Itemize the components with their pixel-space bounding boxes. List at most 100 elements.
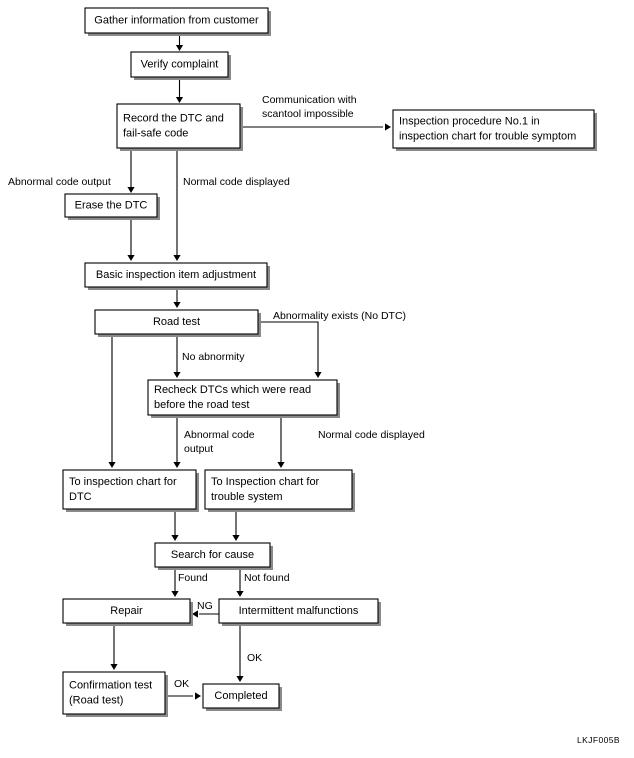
- node-verify[interactable]: Verify complaint: [130, 51, 231, 80]
- node-border: [94, 309, 259, 335]
- node-border: [62, 671, 166, 715]
- node-label-line: Gather information from customer: [94, 14, 259, 26]
- arrowhead: [232, 535, 240, 541]
- arrowhead: [175, 97, 184, 103]
- node-label-line: Search for cause: [171, 549, 254, 561]
- edge-label-not-found: Not found: [244, 572, 290, 584]
- edge-record-to-erase: [127, 148, 135, 193]
- node-border: [84, 262, 268, 288]
- node-label-line: trouble system: [211, 491, 283, 503]
- arrowhead: [175, 45, 184, 51]
- arrowhead: [173, 372, 181, 378]
- edge-recheck-to-chart-trouble: [277, 415, 285, 468]
- edge-label-ok-intermittent: OK: [247, 652, 262, 664]
- arrowhead: [314, 372, 322, 378]
- node-label-line: DTC: [69, 491, 92, 503]
- node-erase-dtc[interactable]: Erase the DTC: [64, 193, 160, 220]
- node-intermittent[interactable]: Intermittent malfunctions: [218, 598, 381, 626]
- node-border: [84, 7, 269, 34]
- figure-code: LKJF005B: [577, 735, 620, 745]
- edge-road-to-recheck: [173, 334, 181, 378]
- edge-label-line: Found: [178, 572, 208, 584]
- node-border: [62, 598, 191, 624]
- edge-label-line: scantool impossible: [262, 108, 354, 120]
- node-basic-inspection[interactable]: Basic inspection item adjustment: [84, 262, 270, 290]
- arrowhead: [385, 123, 391, 131]
- edge-basic-to-road: [173, 287, 181, 308]
- node-label-line: Road test: [153, 316, 200, 328]
- edge-label-ng: NG: [197, 600, 213, 612]
- arrowhead: [171, 591, 179, 597]
- node-border: [204, 469, 353, 510]
- arrowhead: [173, 255, 181, 261]
- node-label-line: Completed: [214, 690, 267, 702]
- node-label-line: Confirmation test: [69, 679, 152, 691]
- node-chart-trouble[interactable]: To Inspection chart for trouble system: [204, 469, 355, 512]
- edge-label-communication-impossible: Communication with scantool impossible: [262, 94, 357, 120]
- edge-label-found: Found: [178, 572, 208, 584]
- node-label-line: Recheck DTCs which were read: [154, 384, 311, 396]
- edge-erase-to-basic: [127, 217, 135, 261]
- node-label-line: fail-safe code: [123, 127, 188, 139]
- node-label-line: Repair: [110, 605, 143, 617]
- edge-chart-trouble-to-search: [232, 509, 240, 541]
- node-label-line: To Inspection chart for: [211, 476, 320, 488]
- edge-label-no-abnormity: No abnormity: [182, 351, 245, 363]
- edge-label-line: Abnormal code: [184, 429, 255, 441]
- node-recheck-dtcs[interactable]: Recheck DTCs which were read before the r…: [147, 379, 340, 418]
- node-label-line: Intermittent malfunctions: [239, 605, 359, 617]
- node-border: [154, 542, 271, 568]
- node-inspection-procedure[interactable]: Inspection procedure No.1 in inspection c…: [392, 109, 597, 151]
- edge-label-line: No abnormity: [182, 351, 245, 363]
- node-border: [147, 379, 338, 416]
- edge-label-line: Abnormality exists (No DTC): [273, 310, 406, 322]
- edge-label-line: output: [184, 443, 213, 455]
- node-border: [218, 598, 379, 624]
- node-completed[interactable]: Completed: [202, 683, 282, 711]
- node-search-cause[interactable]: Search for cause: [154, 542, 273, 570]
- edge-record-to-basic: [173, 148, 181, 261]
- edge-road-abnormality-branch: [258, 321, 322, 378]
- node-gather[interactable]: Gather information from customer: [84, 7, 271, 36]
- edge-intermittent-to-completed: [236, 623, 244, 682]
- node-label-line: Verify complaint: [141, 58, 219, 70]
- arrowhead: [195, 692, 201, 700]
- node-label-line: Basic inspection item adjustment: [96, 269, 256, 281]
- node-border: [116, 103, 241, 149]
- arrowhead: [110, 664, 118, 670]
- arrowhead: [171, 535, 179, 541]
- arrowhead: [173, 462, 181, 468]
- edge-label-abnormality-exists: Abnormality exists (No DTC): [273, 310, 406, 322]
- node-confirmation-test[interactable]: Confirmation test(Road test): [62, 671, 168, 717]
- node-repair[interactable]: Repair: [62, 598, 193, 626]
- edge-search-to-repair: [171, 567, 179, 597]
- node-border: [62, 469, 197, 510]
- edge-label-line: OK: [247, 652, 262, 664]
- node-label-line: before the road test: [154, 399, 249, 411]
- arrowhead: [192, 610, 198, 618]
- node-label-line: inspection chart for trouble symptom: [399, 130, 576, 142]
- edge-label-line: OK: [174, 678, 189, 690]
- node-label-line: Erase the DTC: [75, 199, 148, 211]
- edge-labels-layer: Communication with scantool impossibleAbn…: [8, 94, 425, 690]
- node-label-line: Inspection procedure No.1 in: [399, 115, 540, 127]
- edge-confirmation-to-completed: [165, 692, 201, 700]
- edge-label-line: Communication with: [262, 94, 357, 106]
- edge-search-to-intermittent: [236, 567, 244, 597]
- node-road-test[interactable]: Road test: [94, 309, 261, 337]
- edge-record-to-inspection: [240, 123, 391, 131]
- edge-intermittent-ng-to-repair: [192, 610, 219, 618]
- edges-layer: [108, 33, 391, 700]
- edge-label-line: NG: [197, 600, 213, 612]
- edge-label-line: Not found: [244, 572, 290, 584]
- node-record-dtc[interactable]: Record the DTC and fail-safe code: [116, 103, 243, 151]
- node-label-line: Record the DTC and: [123, 112, 224, 124]
- arrowhead: [277, 462, 285, 468]
- node-label-line: To inspection chart for: [69, 476, 177, 488]
- edge-label-ok-confirmation: OK: [174, 678, 189, 690]
- node-border: [64, 193, 158, 218]
- node-border: [130, 51, 229, 78]
